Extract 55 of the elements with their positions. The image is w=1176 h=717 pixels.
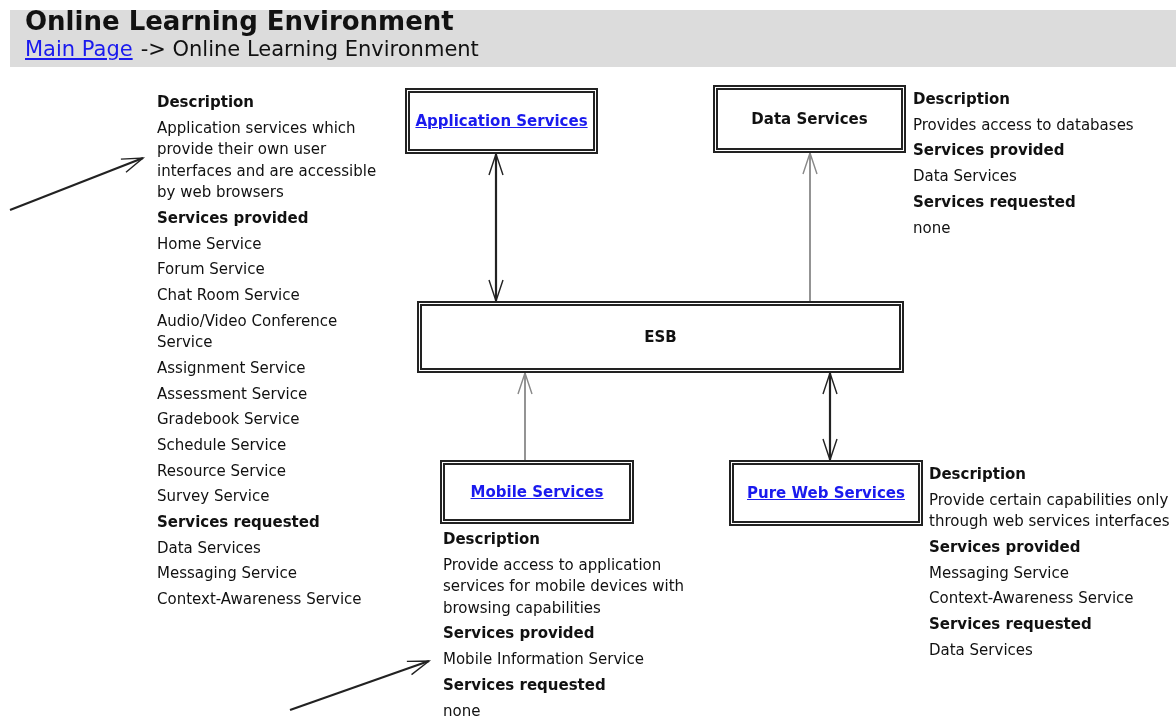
info-text: none bbox=[443, 700, 482, 717]
info-text: Chat Room Service bbox=[157, 285, 301, 307]
section-heading: Description bbox=[157, 92, 256, 114]
arrow bbox=[289, 659, 430, 712]
service-link: Mobile Services bbox=[470, 481, 604, 503]
section-heading: Description bbox=[929, 464, 1028, 486]
info-text: Resource Service bbox=[157, 460, 287, 482]
info-text: Provide access to application services for mobile devices with browsing capabilities bbox=[443, 554, 686, 619]
info-text: Context-Awareness Service bbox=[157, 589, 363, 611]
service-box bbox=[417, 301, 904, 373]
info-text: Provides access to databases bbox=[913, 114, 1135, 136]
arrow bbox=[802, 152, 818, 302]
section-heading: Services provided bbox=[157, 207, 310, 229]
service-box bbox=[405, 88, 598, 154]
info-text: Data Services bbox=[913, 166, 1018, 188]
info-text: Home Service bbox=[157, 233, 263, 255]
breadcrumb-link: Main Page bbox=[25, 36, 133, 62]
info-text: none bbox=[913, 217, 952, 239]
service-link: Pure Web Services bbox=[747, 482, 905, 504]
box-title: Data Services bbox=[751, 108, 868, 130]
arrow bbox=[822, 372, 838, 461]
service-box bbox=[440, 460, 634, 524]
info-text: Audio/Video Conference Service bbox=[157, 310, 339, 354]
box-title: ESB bbox=[644, 326, 677, 348]
info-text: Survey Service bbox=[157, 486, 271, 508]
service-box bbox=[729, 460, 923, 526]
arrow bbox=[488, 153, 504, 302]
section-heading: Services requested bbox=[929, 614, 1093, 636]
section-heading: Services provided bbox=[443, 623, 596, 645]
info-text: Mobile Information Service bbox=[443, 649, 645, 671]
service-box bbox=[713, 85, 906, 153]
info-text: Data Services bbox=[929, 639, 1034, 661]
section-heading: Services requested bbox=[443, 674, 607, 696]
info-text: Assignment Service bbox=[157, 357, 307, 379]
section-heading: Description bbox=[913, 89, 1012, 111]
info-text: Messaging Service bbox=[929, 562, 1070, 584]
info-text: Application services which provide their own user interfaces and are accessible by web browsers bbox=[157, 117, 378, 204]
info-text: Schedule Service bbox=[157, 434, 288, 456]
arrow bbox=[517, 372, 533, 461]
breadcrumb-text: -> Online Learning Environment bbox=[140, 36, 479, 62]
info-text: Forum Service bbox=[157, 259, 266, 281]
info-text: Data Services bbox=[157, 537, 262, 559]
arrow bbox=[9, 156, 144, 212]
section-heading: Services requested bbox=[157, 512, 321, 534]
info-text: Assessment Service bbox=[157, 383, 309, 405]
service-link: Application Services bbox=[415, 110, 588, 132]
info-text: Messaging Service bbox=[157, 563, 298, 585]
section-heading: Services provided bbox=[913, 140, 1066, 162]
info-text: Gradebook Service bbox=[157, 409, 301, 431]
page-title: Online Learning Environment bbox=[25, 6, 454, 36]
info-text: Context-Awareness Service bbox=[929, 588, 1135, 610]
section-heading: Description bbox=[443, 529, 542, 551]
section-heading: Services provided bbox=[929, 536, 1082, 558]
section-heading: Services requested bbox=[913, 191, 1077, 213]
info-text: Provide certain capabilities only through web services interfaces bbox=[929, 489, 1171, 533]
